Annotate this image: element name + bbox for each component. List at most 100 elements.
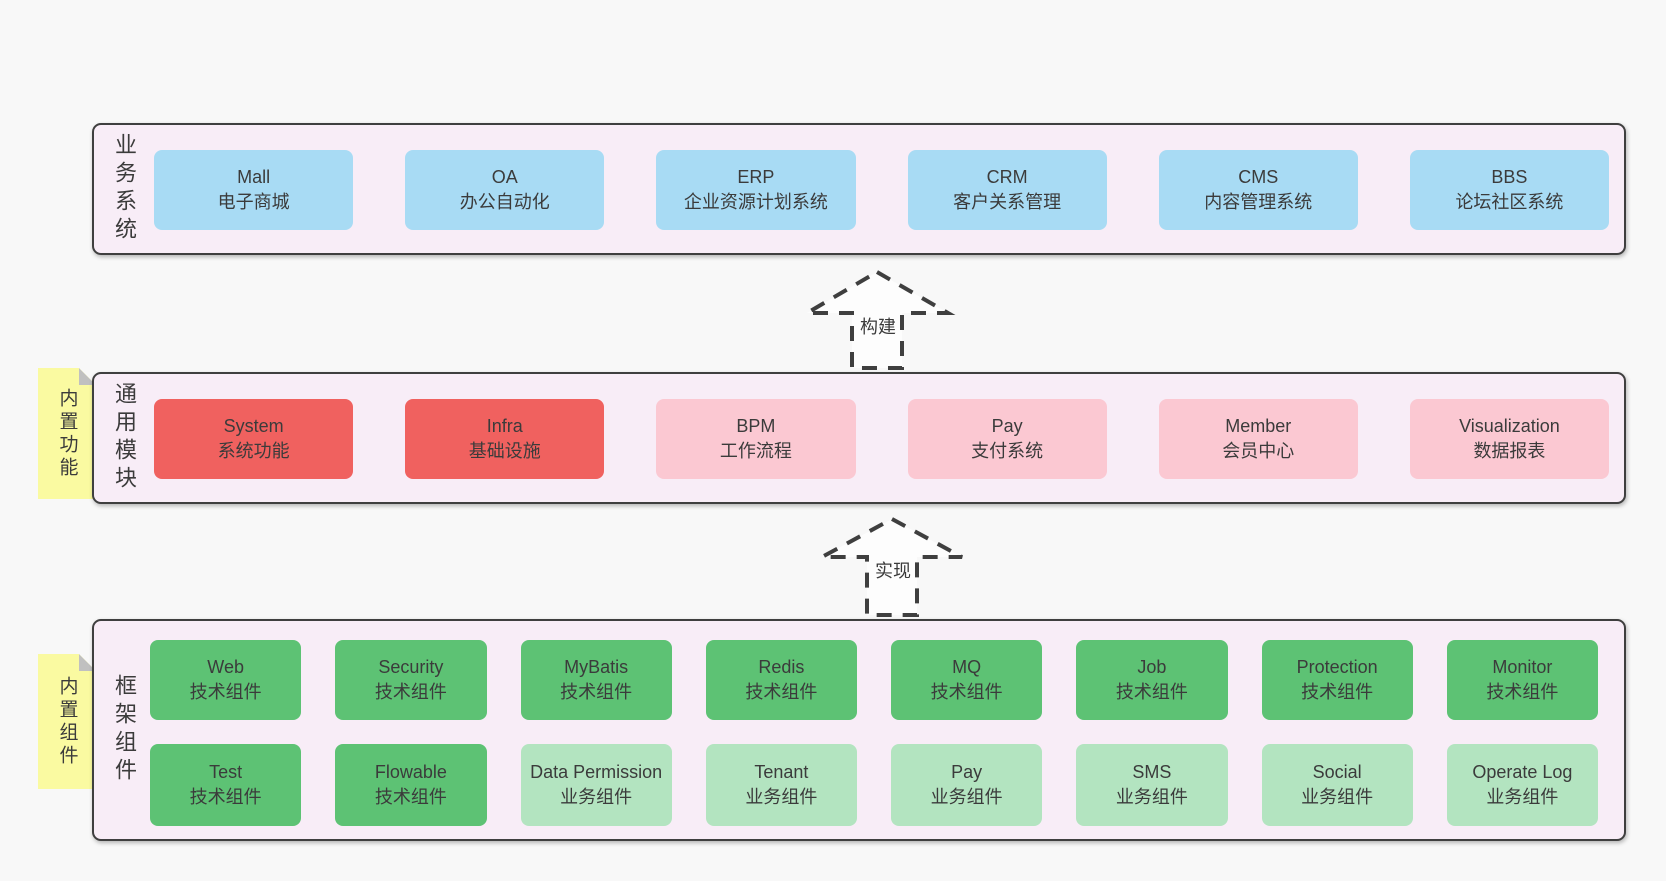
- node-pay-component: Pay 业务组件: [891, 744, 1043, 826]
- node-mall: Mall 电子商城: [154, 150, 354, 230]
- node-title: Protection: [1296, 657, 1378, 677]
- node-title: Pay: [991, 416, 1023, 436]
- node-title: SMS: [1132, 762, 1172, 782]
- node-bpm: BPM 工作流程: [656, 399, 856, 479]
- node-visualization: Visualization 数据报表: [1409, 399, 1610, 479]
- node-title: Redis: [758, 657, 805, 677]
- node-job: Job 技术组件: [1076, 640, 1228, 720]
- sticky-note-builtin-functions: 内置功能: [38, 368, 96, 499]
- node-title: Data Permission: [530, 762, 663, 782]
- node-system: System 系统功能: [154, 399, 354, 479]
- node-title: Tenant: [754, 762, 809, 782]
- sticky-note-builtin-components: 内置组件: [38, 654, 96, 789]
- node-infra: Infra 基础设施: [405, 399, 605, 479]
- node-subtitle: 技术组件: [374, 682, 447, 702]
- node-subtitle: 业务组件: [1301, 787, 1374, 807]
- node-subtitle: 内容管理系统: [1204, 192, 1313, 212]
- node-subtitle: 企业资源计划系统: [683, 192, 828, 212]
- layer-label-common-modules: 通用模块: [112, 382, 137, 494]
- node-redis: Redis 技术组件: [705, 640, 857, 720]
- node-bbs: BBS 论坛社区系统: [1409, 150, 1610, 230]
- node-title: BBS: [1491, 167, 1528, 187]
- framework-components-row-2: Test 技术组件 Flowable 技术组件 Data Permission …: [150, 744, 1598, 826]
- node-subtitle: 数据报表: [1473, 441, 1546, 461]
- layer-framework-components: 框架组件 Web 技术组件 Security 技术组件 MyBatis 技术组件…: [92, 619, 1626, 841]
- node-sms: SMS 业务组件: [1076, 744, 1228, 826]
- node-subtitle: 技术组件: [189, 682, 262, 702]
- node-title: System: [223, 416, 284, 436]
- node-title: Test: [209, 762, 243, 782]
- node-subtitle: 业务组件: [1486, 787, 1559, 807]
- node-title: CMS: [1238, 167, 1279, 187]
- node-title: Member: [1225, 416, 1292, 436]
- node-mybatis: MyBatis 技术组件: [520, 640, 672, 720]
- node-subtitle: 工作流程: [719, 441, 792, 461]
- node-title: Operate Log: [1472, 762, 1573, 782]
- node-title: Infra: [486, 416, 523, 436]
- layer-common-modules: 通用模块 System 系统功能 Infra 基础设施 BPM 工作流程 Pay…: [92, 372, 1626, 504]
- node-title: Visualization: [1459, 416, 1560, 436]
- node-title: MyBatis: [564, 657, 629, 677]
- node-cms: CMS 内容管理系统: [1158, 150, 1358, 230]
- node-title: Web: [207, 657, 244, 677]
- node-title: Security: [378, 657, 444, 677]
- node-member: Member 会员中心: [1158, 399, 1358, 479]
- node-title: Mall: [237, 167, 271, 187]
- node-subtitle: 技术组件: [1115, 682, 1188, 702]
- node-title: BPM: [736, 416, 776, 436]
- node-subtitle: 技术组件: [189, 787, 262, 807]
- node-title: Flowable: [374, 762, 447, 782]
- node-subtitle: 业务组件: [930, 787, 1003, 807]
- node-subtitle: 业务组件: [560, 787, 633, 807]
- node-flowable: Flowable 技术组件: [335, 744, 487, 826]
- node-social: Social 业务组件: [1261, 744, 1413, 826]
- node-title: Pay: [951, 762, 983, 782]
- node-subtitle: 电子商城: [217, 192, 290, 212]
- sticky-note-label: 内置功能: [56, 387, 78, 480]
- node-title: Job: [1137, 657, 1167, 677]
- node-subtitle: 技术组件: [374, 787, 447, 807]
- node-subtitle: 会员中心: [1222, 441, 1295, 461]
- node-subtitle: 技术组件: [745, 682, 818, 702]
- node-subtitle: 技术组件: [930, 682, 1003, 702]
- node-pay-system: Pay 支付系统: [907, 399, 1107, 479]
- node-title: Monitor: [1492, 657, 1553, 677]
- layer-label-business-systems: 业务系统: [112, 133, 137, 245]
- node-security: Security 技术组件: [335, 640, 487, 720]
- node-subtitle: 支付系统: [971, 441, 1044, 461]
- node-title: MQ: [952, 657, 982, 677]
- business-systems-row: Mall 电子商城 OA 办公自动化 ERP 企业资源计划系统 CRM 客户关系…: [154, 150, 1610, 230]
- node-monitor: Monitor 技术组件: [1446, 640, 1598, 720]
- node-tenant: Tenant 业务组件: [705, 744, 857, 826]
- layer-label-framework-components: 框架组件: [112, 674, 137, 786]
- node-web: Web 技术组件: [150, 640, 302, 720]
- node-subtitle: 论坛社区系统: [1455, 192, 1564, 212]
- node-crm: CRM 客户关系管理: [907, 150, 1107, 230]
- node-subtitle: 办公自动化: [459, 192, 550, 212]
- node-subtitle: 技术组件: [1486, 682, 1559, 702]
- node-protection: Protection 技术组件: [1261, 640, 1413, 720]
- node-subtitle: 技术组件: [560, 682, 633, 702]
- node-title: CRM: [986, 167, 1028, 187]
- node-data-permission: Data Permission 业务组件: [520, 744, 672, 826]
- node-title: OA: [491, 167, 518, 187]
- sticky-note-label: 内置组件: [56, 675, 78, 768]
- node-title: Social: [1312, 762, 1362, 782]
- node-subtitle: 客户关系管理: [953, 192, 1062, 212]
- node-operate-log: Operate Log 业务组件: [1446, 744, 1598, 826]
- common-modules-row: System 系统功能 Infra 基础设施 BPM 工作流程 Pay 支付系统…: [154, 399, 1610, 479]
- arrow-label-implement: 实现: [873, 557, 913, 583]
- node-subtitle: 系统功能: [217, 441, 290, 461]
- node-erp: ERP 企业资源计划系统: [656, 150, 856, 230]
- node-subtitle: 业务组件: [1115, 787, 1188, 807]
- framework-components-row-1: Web 技术组件 Security 技术组件 MyBatis 技术组件 Redi…: [150, 640, 1598, 720]
- node-title: ERP: [737, 167, 775, 187]
- node-test: Test 技术组件: [150, 744, 302, 826]
- layer-business-systems: 业务系统 Mall 电子商城 OA 办公自动化 ERP 企业资源计划系统 CRM…: [92, 123, 1626, 255]
- node-subtitle: 业务组件: [745, 787, 818, 807]
- node-oa: OA 办公自动化: [405, 150, 605, 230]
- node-mq: MQ 技术组件: [891, 640, 1043, 720]
- arrow-label-build: 构建: [858, 313, 898, 339]
- node-subtitle: 技术组件: [1301, 682, 1374, 702]
